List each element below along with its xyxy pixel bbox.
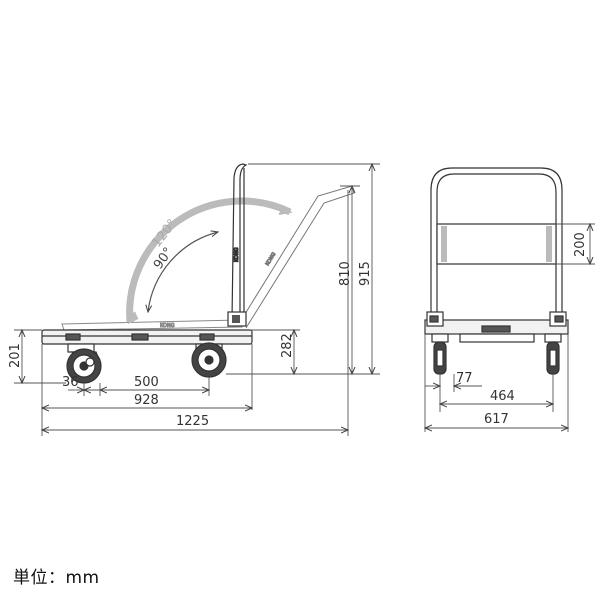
dim-label-handle-height: 810 [338,261,353,286]
front-deck [424,311,569,343]
front-view-dimensions [425,224,595,432]
dim-label-deck-height: 282 [280,333,295,358]
dim-label-deck-length: 928 [134,393,159,408]
dim-label-overall-length: 1225 [176,414,209,429]
dim-label-chassis-height: 201 [8,343,23,368]
folded-handle-ghost: KONG [61,319,243,331]
dim-label-overall-height: 915 [358,261,373,286]
rear-caster [66,343,102,384]
front-view: 200 77 464 617 [424,167,595,432]
open-handle-ghost: KONG [239,185,355,329]
dim-label-panel-height: 200 [573,232,588,257]
brand-mark-upright-handle: KONG [234,247,240,262]
angle-arc-120 [126,197,292,323]
front-right-wheel [544,333,562,375]
deck [41,329,253,345]
front-left-wheel [431,333,449,375]
unit-label: 単位：mm [13,568,100,588]
upright-handle: KONG [231,163,248,321]
dim-label-overall-width: 617 [484,412,509,427]
front-handle-frame [430,167,563,320]
angle-label-90: 90° [151,245,177,272]
dim-label-wheel-track: 464 [490,389,515,404]
dim-label-caster-offset: 36 [62,375,79,390]
side-view: KONG KONG 120° 90° KONG [8,164,380,436]
dim-label-wheel-offset: 77 [456,371,473,386]
front-wheel [191,342,227,378]
dim-label-wheelbase: 500 [134,375,159,390]
brand-mark-folded-handle: KONG [160,323,175,329]
angle-arc-90 [148,232,218,312]
front-panel [436,223,557,265]
side-view-dimensions [14,164,380,436]
